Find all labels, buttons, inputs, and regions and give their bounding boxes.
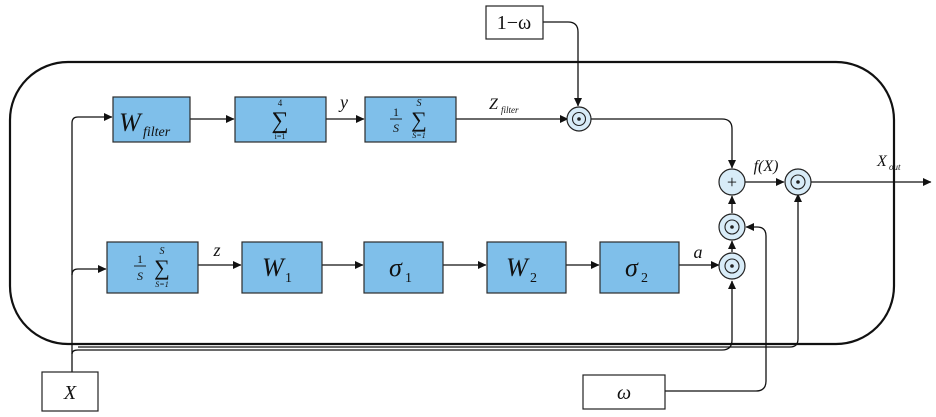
signal-x-out-sub: out	[889, 162, 901, 172]
hadamard-op-filter	[566, 106, 592, 132]
block-w2: W 2	[486, 241, 567, 294]
wire-x-to-avg-bottom	[71, 265, 107, 276]
block-w-filter: W filter	[112, 96, 191, 143]
wire-omega	[665, 223, 767, 392]
signal-a: a	[694, 242, 703, 262]
w1-sub: 1	[285, 271, 292, 286]
sum4-lower-limit: i=1	[275, 132, 286, 141]
input-omega: ω	[582, 374, 666, 410]
plus-op: +	[718, 168, 746, 196]
one-minus-omega-label: 1−ω	[497, 12, 531, 34]
omega-input-label: ω	[617, 382, 631, 404]
signal-z-filter-sub: filter	[501, 105, 519, 115]
avg-bottom-sigma: ∑	[154, 255, 170, 280]
x-input-label: X	[63, 382, 77, 404]
sum4-upper-limit: 4	[278, 98, 283, 108]
avg-bottom-denominator: S	[137, 269, 143, 283]
block-avg-top: 1 S S ∑ S=1	[364, 96, 457, 143]
signal-z-filter-main: Z	[489, 96, 499, 113]
w1-main: W	[262, 253, 286, 282]
hadamard-op-omega	[718, 213, 746, 241]
avg-top-denominator: S	[393, 121, 399, 135]
avg-top-numerator: 1	[393, 105, 399, 119]
hadamard-op-output	[784, 168, 812, 196]
avg-top-lower-limit: S=1	[412, 131, 425, 140]
avg-bottom-upper-limit: S	[160, 246, 165, 257]
avg-top-sigma: ∑	[411, 107, 427, 132]
module-boundary	[8, 60, 896, 346]
sigma1-sub: 1	[405, 271, 412, 286]
block-sigma1: σ 1	[363, 241, 444, 294]
block-sigma2: σ 2	[599, 241, 680, 294]
w-filter-sub: filter	[143, 125, 171, 140]
input-one-minus-omega: 1−ω	[485, 5, 544, 40]
sigma2-sub: 2	[641, 271, 648, 286]
signal-y: y	[338, 92, 348, 112]
w2-sub: 2	[530, 271, 537, 286]
wire-one-minus-omega	[543, 21, 582, 107]
block-w1: W 1	[241, 241, 323, 294]
wire-hadamard-to-plus	[591, 118, 736, 169]
signal-x-out-main: X	[876, 153, 888, 170]
wire-x-to-wfilter	[71, 113, 113, 124]
w2-main: W	[506, 253, 530, 282]
sigma1-main: σ	[389, 253, 403, 282]
wire-x-bus-to-output	[78, 193, 802, 348]
hadamard-op-gating	[718, 252, 746, 280]
wire-x-bus-to-gating	[71, 280, 736, 355]
sum4-sigma: ∑	[271, 108, 288, 134]
avg-bottom-numerator: 1	[137, 252, 143, 266]
sigma2-main: σ	[625, 253, 639, 282]
block-avg-bottom: 1 S S ∑ S=1	[106, 241, 199, 294]
avg-bottom-lower-limit: S=1	[155, 280, 168, 289]
input-x: X	[41, 371, 99, 412]
block-sum-4: 4 ∑ i=1	[234, 96, 327, 143]
w-filter-main: W	[119, 108, 143, 137]
avg-top-upper-limit: S	[417, 98, 422, 109]
signal-fx: f(X)	[754, 158, 779, 175]
plus-symbol: +	[727, 172, 737, 192]
signal-z: z	[212, 240, 220, 260]
